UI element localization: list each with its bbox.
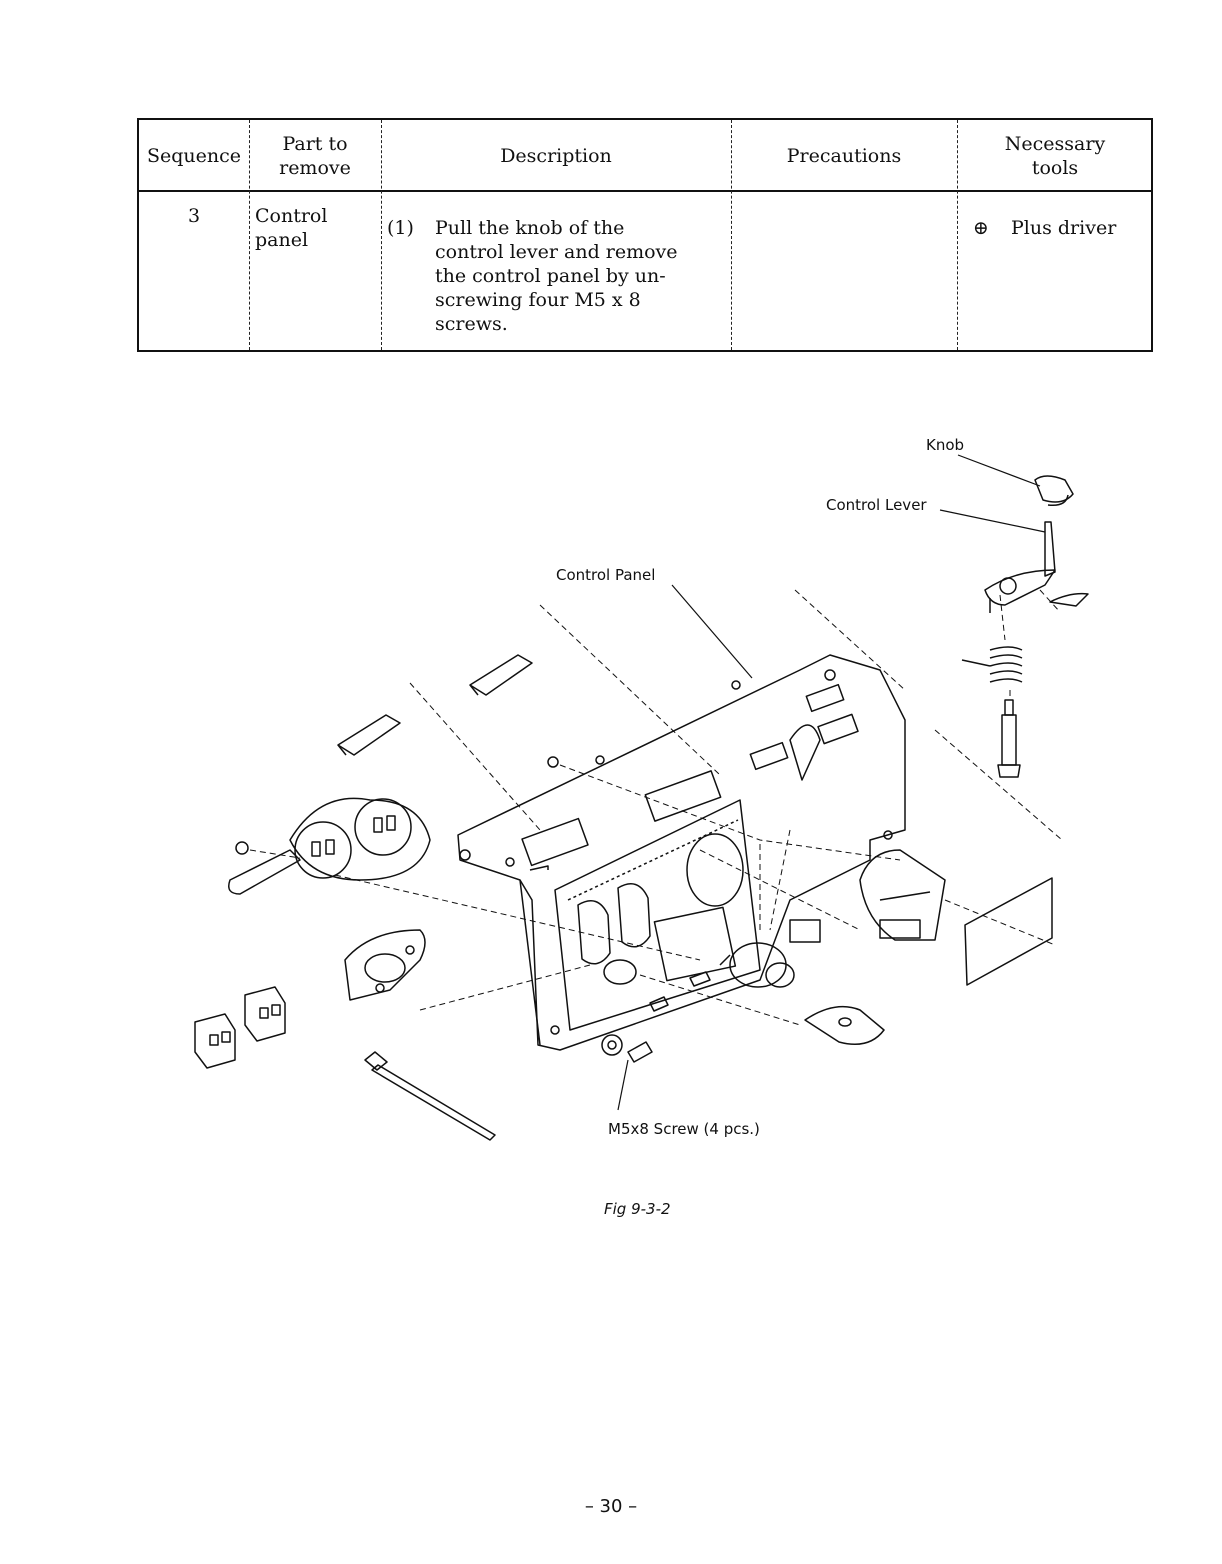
switch-bracket-drawing (337, 654, 533, 756)
exploded-view-drawing (194, 454, 1089, 1141)
row-part-to-remove: Control panel (255, 205, 328, 251)
control-panel-drawing (457, 654, 906, 1051)
figure-caption: Fig 9-3-2 (604, 1200, 671, 1218)
screw-drawing (547, 680, 741, 1063)
leader-lines (617, 454, 1046, 1111)
control-lever-drawing (984, 521, 1089, 613)
page-number: – 30 – (584, 1496, 638, 1517)
meter-drawing (859, 849, 946, 941)
connector-drawing (194, 986, 286, 1069)
callout-knob: Knob (926, 436, 965, 454)
column-divider (249, 120, 250, 350)
cable-tie-drawing (364, 1051, 496, 1141)
row-description: Pull the knob of the control lever and r… (435, 217, 678, 335)
row-step-number: (1) (387, 217, 414, 239)
exploded-view-figure: Knob Control Lever Control Panel M5x8 Sc… (0, 380, 1222, 1180)
column-divider (957, 120, 958, 350)
callout-control-panel: Control Panel (556, 566, 656, 584)
header-divider (139, 190, 1151, 192)
procedure-table: Sequence Part to remove Description Prec… (137, 118, 1153, 352)
header-description: Description (500, 145, 612, 167)
row-sequence: 3 (187, 205, 201, 227)
header-precautions: Precautions (786, 145, 902, 167)
plus-driver-icon: ⊕ (973, 217, 989, 239)
shaft-drawing (997, 699, 1021, 778)
callout-screw: M5x8 Screw (4 pcs.) (608, 1120, 760, 1138)
row-tool: Plus driver (1011, 217, 1117, 239)
switch-knob-drawing (719, 942, 795, 988)
callout-control-lever: Control Lever (826, 496, 927, 514)
outlet-drawing (228, 797, 431, 895)
spring-drawing (961, 646, 1023, 683)
header-part-to-remove: Part to remove (279, 133, 351, 179)
header-necessary-tools: Necessary tools (1004, 133, 1106, 179)
column-divider (381, 120, 382, 350)
key-drawing (804, 1005, 885, 1045)
twist-lock-receptacle-drawing (344, 929, 426, 1001)
label-plate-drawing (789, 877, 1053, 986)
knob-drawing (1034, 475, 1074, 507)
column-divider (731, 120, 732, 350)
header-sequence: Sequence (146, 145, 242, 167)
assembly-lines (249, 589, 1063, 1026)
